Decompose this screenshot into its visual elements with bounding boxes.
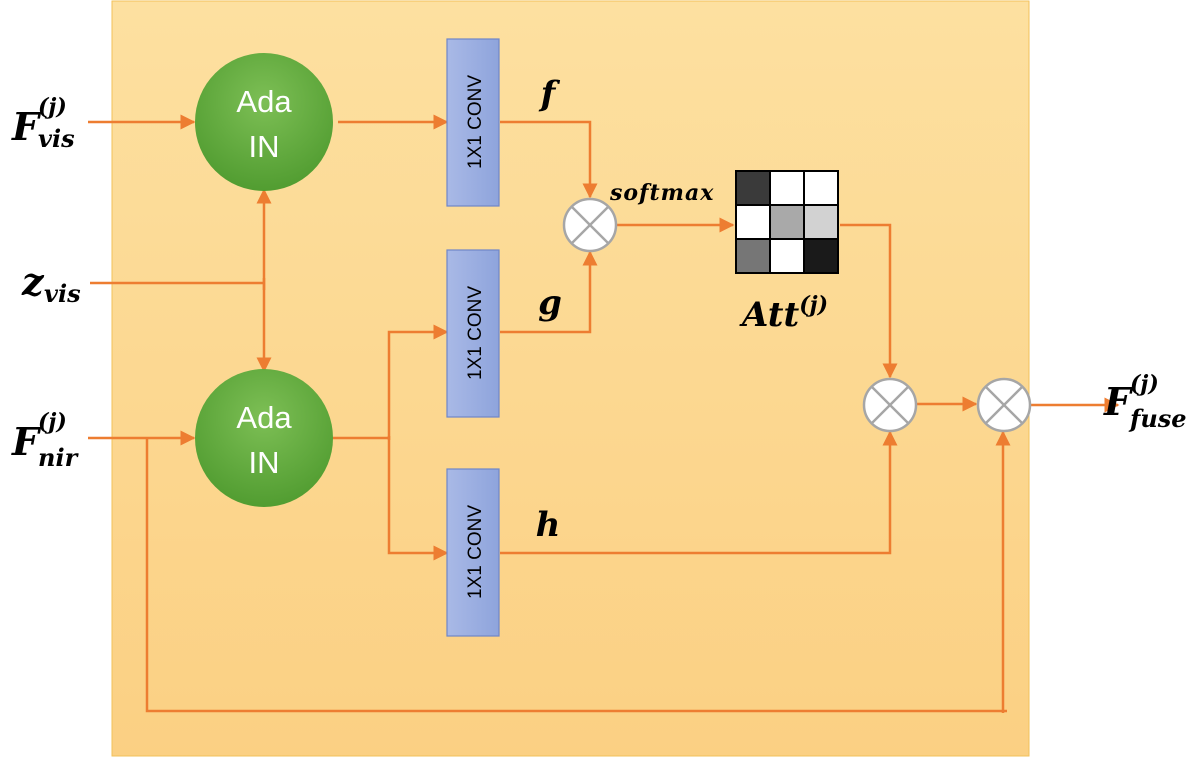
wire-attention-to-multiply <box>840 223 898 379</box>
wire-residual <box>145 438 1007 713</box>
conv-block-g: 1X1 CONV <box>446 249 500 418</box>
wire-to-conv-g <box>387 324 449 440</box>
conv-h-label: 1X1 CONV <box>465 505 486 599</box>
adain-node-bottom: Ada IN <box>195 369 333 507</box>
edge-label-softmax: softmax <box>609 180 714 206</box>
edge-label-h: h <box>536 505 561 545</box>
conv-f-label: 1X1 CONV <box>465 75 486 169</box>
attention-cell <box>769 204 805 240</box>
conv-block-f: 1X1 CONV <box>446 38 500 207</box>
output-f-fuse-label: F(j)fuse <box>1103 371 1187 433</box>
adain-bottom-line1: Ada <box>236 400 292 435</box>
wire-conv-f-to-multiply <box>500 120 598 199</box>
edge-label-f: f <box>539 74 561 114</box>
attention-cell <box>735 204 771 240</box>
adain-top-line2: IN <box>249 129 280 164</box>
input-f-vis-label: F(j)vis <box>11 94 75 153</box>
attention-cell <box>803 238 839 274</box>
attention-cell <box>735 170 771 206</box>
connection-lines <box>88 114 1120 713</box>
adain-node-top: Ada IN <box>195 53 333 191</box>
wire-conv-g-to-multiply <box>500 250 598 334</box>
attention-cell <box>769 170 805 206</box>
attention-map <box>735 170 839 274</box>
multiply-circle-icon <box>976 377 1032 433</box>
attention-cell <box>769 238 805 274</box>
input-z-vis-label: zvis <box>21 259 81 308</box>
adain-bottom-line2: IN <box>249 445 280 480</box>
multiply-circle-icon <box>562 197 618 253</box>
conv-block-h: 1X1 CONV <box>446 468 500 637</box>
edge-label-g: g <box>538 283 562 323</box>
multiply-circle-icon <box>862 377 918 433</box>
adain-top-line1: Ada <box>236 84 292 119</box>
attention-cell <box>735 238 771 274</box>
wire-to-conv-h <box>387 436 449 561</box>
wire-conv-h-to-multiply <box>500 430 898 555</box>
attention-label: Att(j) <box>739 292 828 335</box>
attention-cell <box>803 170 839 206</box>
input-f-nir-label: F(j)nir <box>11 409 80 472</box>
attention-cell <box>803 204 839 240</box>
conv-g-label: 1X1 CONV <box>465 286 486 380</box>
